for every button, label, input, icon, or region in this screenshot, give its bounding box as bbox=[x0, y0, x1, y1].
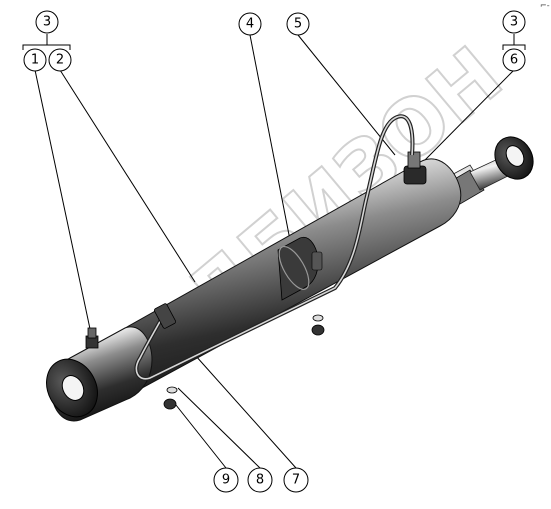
svg-text:6: 6 bbox=[510, 53, 518, 68]
callout-2: 2 bbox=[48, 48, 72, 72]
svg-text:2: 2 bbox=[56, 53, 64, 68]
corner-mark: ⌐- bbox=[540, 1, 550, 10]
svg-text:4: 4 bbox=[246, 17, 254, 32]
leader-line-5 bbox=[297, 34, 396, 156]
callout-6: 6 bbox=[502, 48, 526, 72]
clamp-bolt bbox=[311, 251, 323, 271]
tube-rear-fitting bbox=[153, 303, 177, 329]
callout-1: 1 bbox=[23, 48, 47, 72]
cylinder-assembly bbox=[46, 114, 534, 422]
leader-line-7 bbox=[194, 354, 297, 469]
callouts: 3 1 2 4 5 3 6 9 bbox=[23, 10, 526, 493]
callout-5: 5 bbox=[286, 12, 310, 36]
callout-9: 9 bbox=[213, 467, 239, 493]
callout-7: 7 bbox=[283, 467, 309, 493]
svg-text:3: 3 bbox=[510, 15, 518, 30]
callout-3-right: 3 bbox=[502, 10, 526, 34]
right-eye-mount bbox=[494, 136, 534, 180]
svg-text:3: 3 bbox=[43, 15, 51, 30]
svg-text:8: 8 bbox=[256, 473, 264, 488]
nut-right bbox=[311, 324, 325, 336]
front-port-fitting bbox=[403, 165, 427, 185]
left-eye-mount bbox=[46, 358, 98, 418]
washer-left bbox=[166, 386, 178, 394]
leader-line-1 bbox=[34, 69, 94, 344]
leader-line-8 bbox=[177, 387, 261, 469]
nut-left bbox=[163, 398, 177, 410]
leader-line-2 bbox=[59, 69, 196, 283]
leader-line-4 bbox=[249, 34, 291, 241]
leader-lines bbox=[22, 34, 526, 469]
callout-3-left: 3 bbox=[35, 10, 59, 34]
svg-text:7: 7 bbox=[292, 473, 300, 488]
leader-line-9 bbox=[171, 399, 227, 469]
svg-text:5: 5 bbox=[294, 17, 302, 32]
svg-text:9: 9 bbox=[222, 473, 230, 488]
callout-4: 4 bbox=[238, 12, 262, 36]
svg-text:1: 1 bbox=[31, 53, 39, 68]
callout-8: 8 bbox=[247, 467, 273, 493]
washer-right bbox=[312, 314, 324, 322]
leader-line-6 bbox=[424, 69, 515, 161]
